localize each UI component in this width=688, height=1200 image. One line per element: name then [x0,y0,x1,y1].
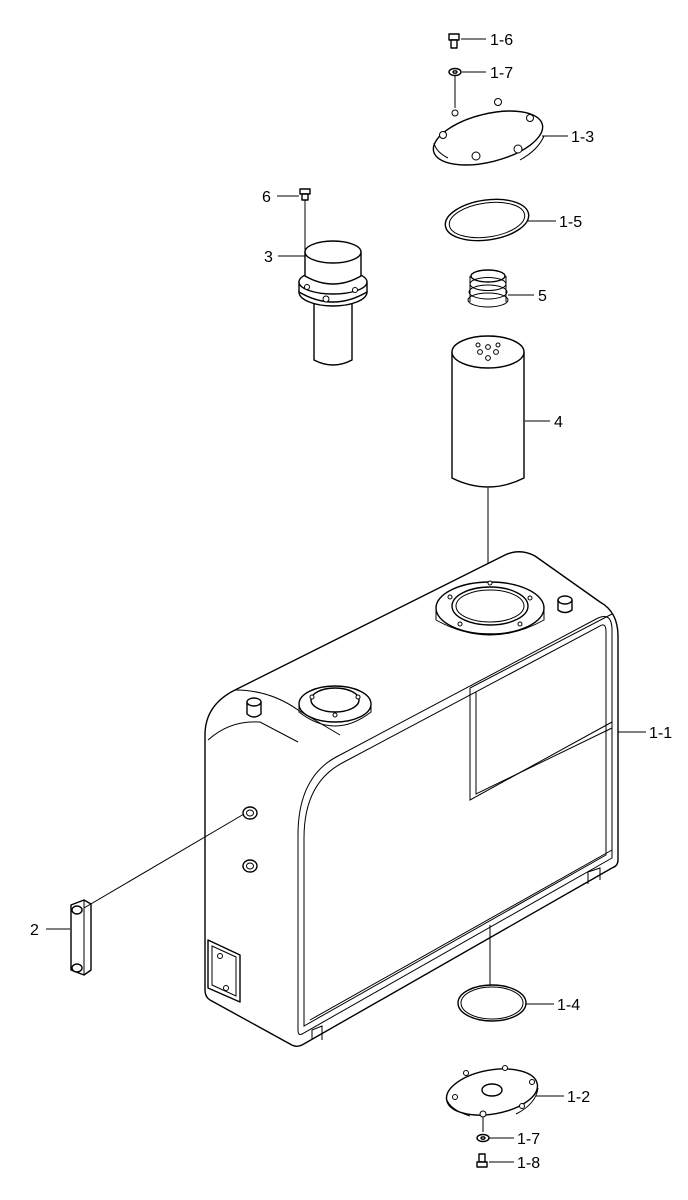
part-1-1-tank [204,551,619,1047]
part-6-screw [299,188,311,201]
label-1-2: 1-2 [567,1089,590,1106]
part-2-level-gauge [70,899,92,976]
part-1-5-o-ring [444,198,530,242]
label-1-7-top: 1-7 [490,65,513,82]
label-2: 2 [30,922,39,939]
part-4-filter-element [451,335,525,488]
label-1-6: 1-6 [490,32,513,49]
label-3: 3 [264,249,273,266]
label-1-1: 1-1 [649,725,672,742]
label-5: 5 [538,288,547,305]
label-1-4: 1-4 [557,997,580,1014]
part-1-8-bolt [476,1153,488,1168]
label-1-8: 1-8 [517,1155,540,1172]
part-5-spring [467,269,509,308]
part-1-6-bolt [448,33,460,49]
part-1-2-cover-plate [445,1065,539,1118]
label-6: 6 [262,189,271,206]
label-1-7-bottom: 1-7 [517,1131,540,1148]
part-3-breather [298,240,368,366]
label-1-5: 1-5 [559,214,582,231]
label-4: 4 [554,414,563,431]
part-1-4-gasket [457,984,527,1022]
leader-lines [46,38,646,1163]
part-1-7-washer-top [448,67,462,77]
part-1-3-cover-plate [432,98,545,166]
assembly-line-gauge [83,813,245,909]
label-1-3: 1-3 [571,129,594,146]
part-1-7-washer-bottom [476,1133,490,1143]
